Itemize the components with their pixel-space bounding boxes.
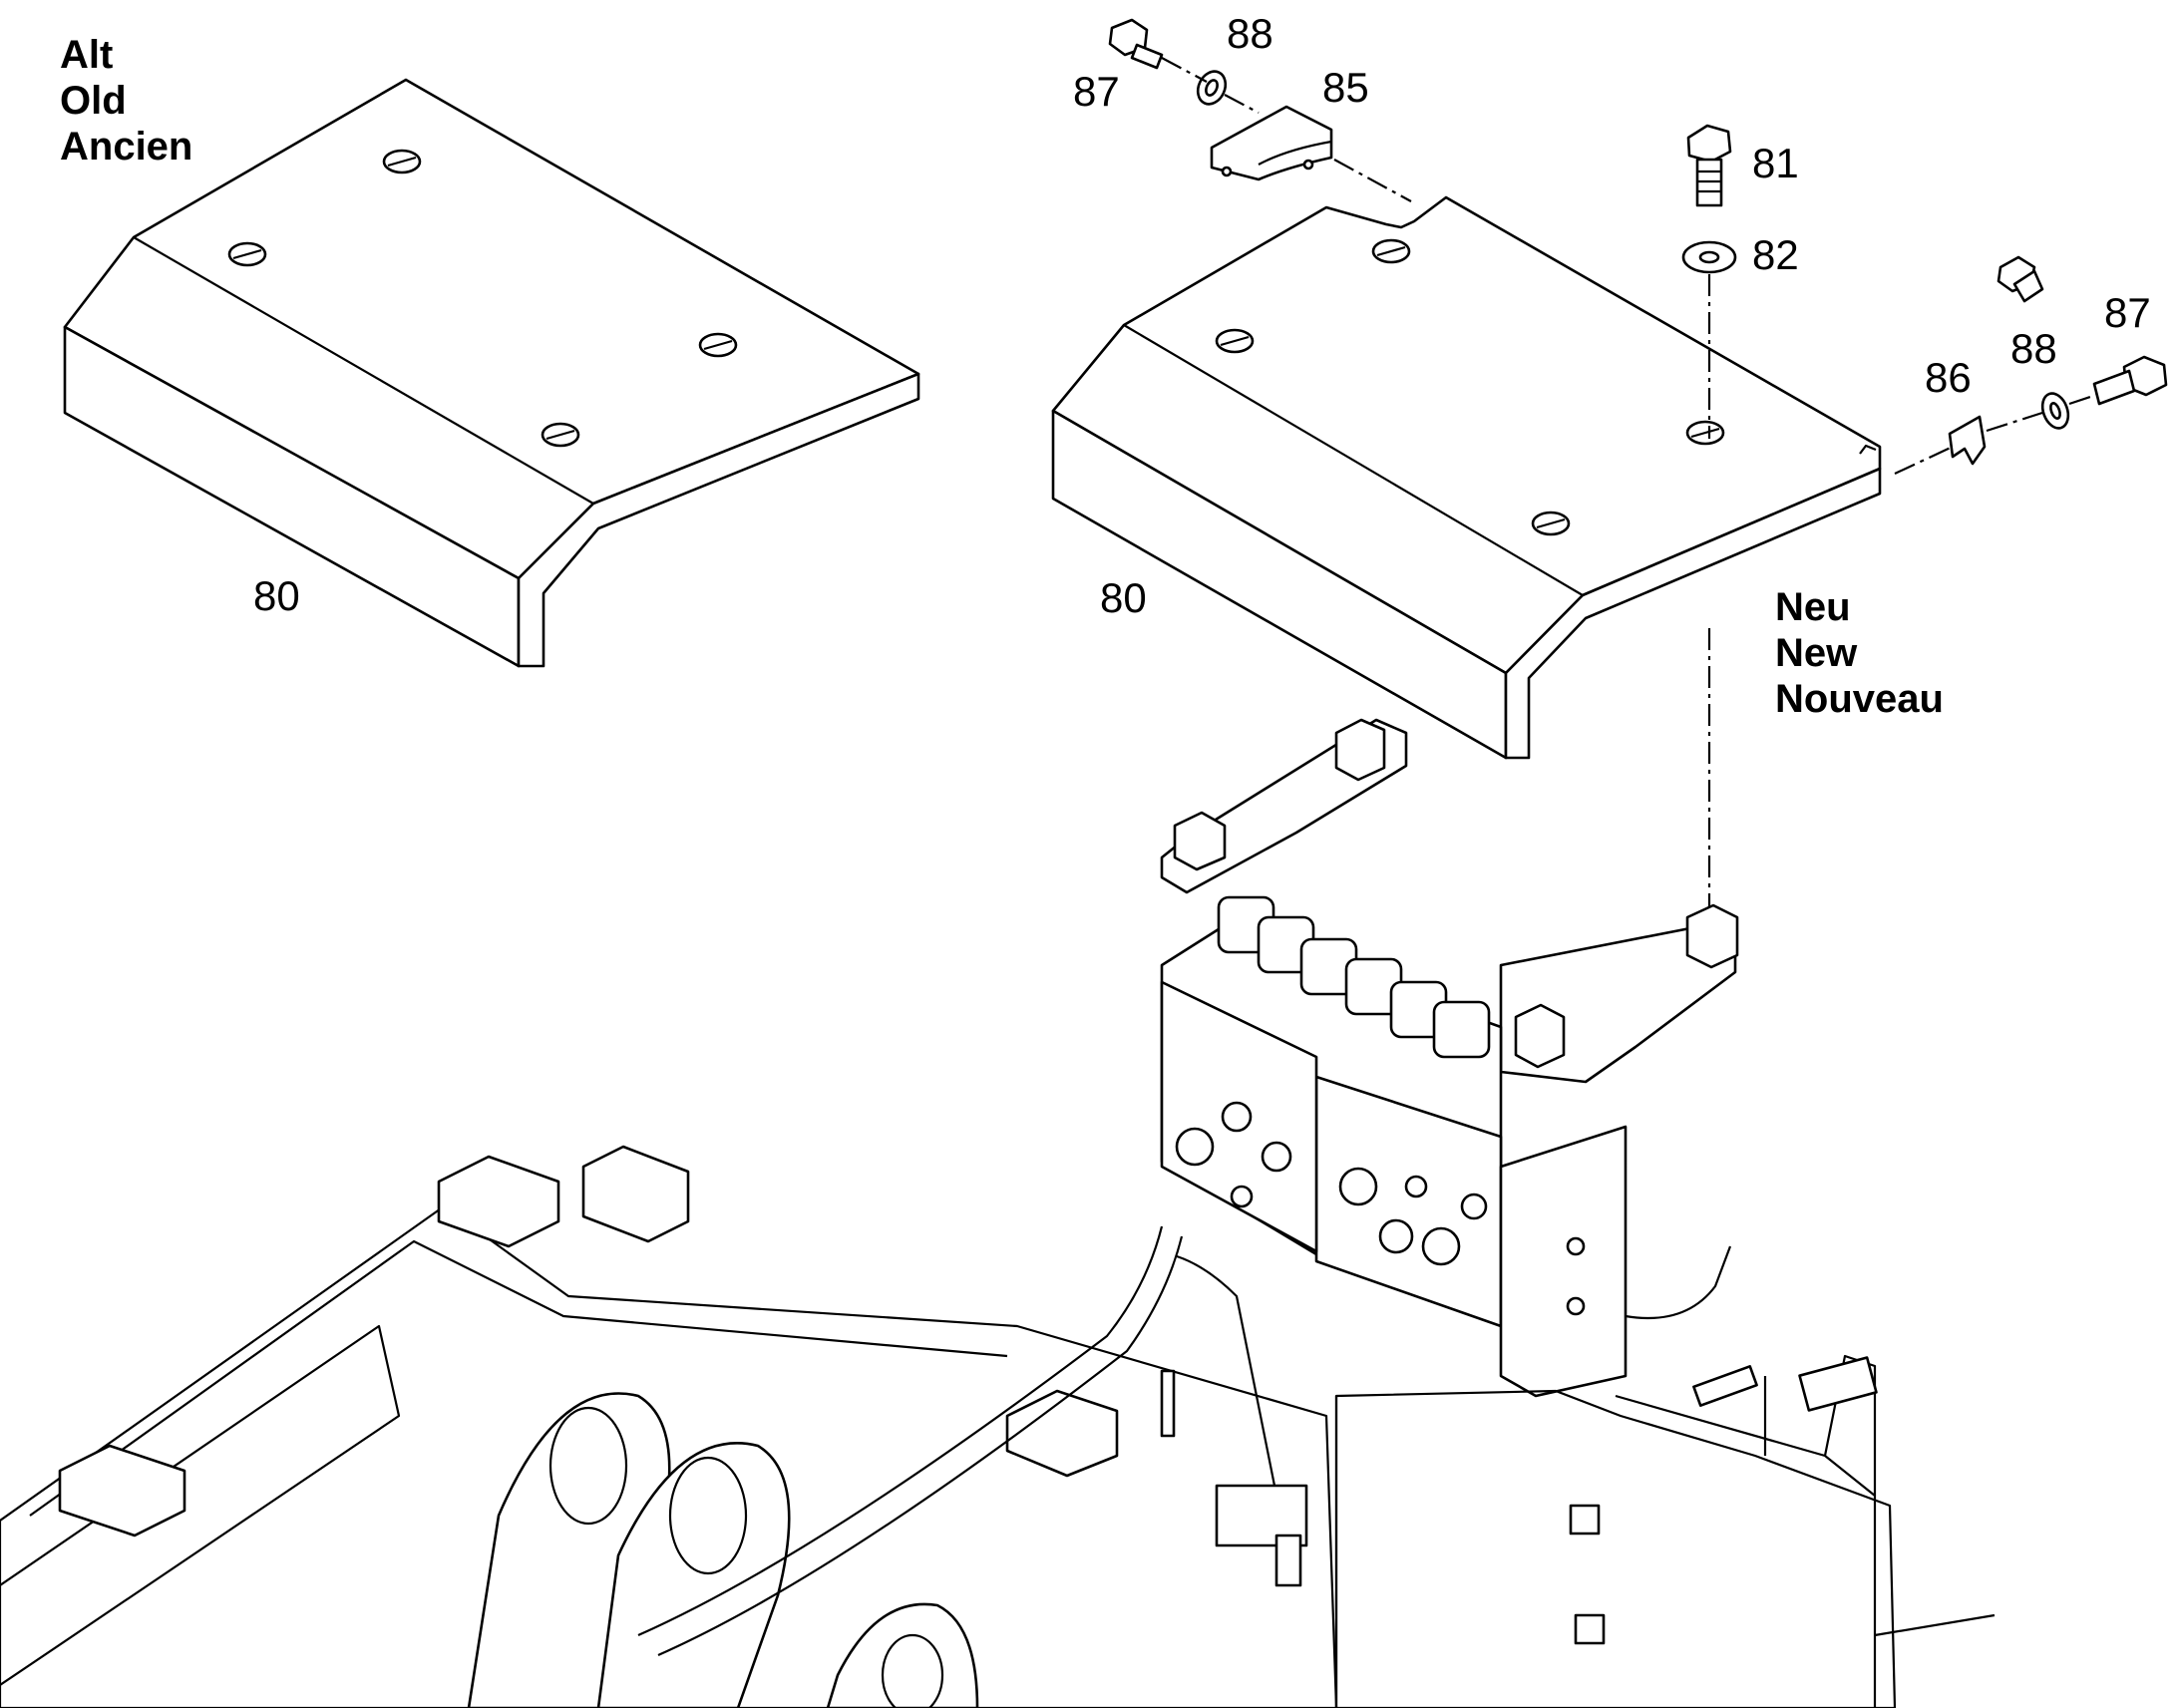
heading-en: New <box>1775 631 1858 675</box>
washer-icon <box>1196 70 1228 106</box>
callout-87-right: 87 <box>2104 289 2151 336</box>
callout-86: 86 <box>1925 354 1972 401</box>
bolt-icon <box>1160 1356 1878 1645</box>
callout-80-old: 80 <box>253 572 300 619</box>
screw-icon <box>1686 124 1732 207</box>
heading-fr: Ancien <box>60 125 192 169</box>
bracket-icon <box>1210 105 1333 181</box>
new-cover-part <box>1051 195 1882 760</box>
mounting-hole-icon <box>1215 238 1725 536</box>
clip-icon <box>1948 415 1987 466</box>
bolt-icon <box>1997 255 2044 303</box>
washer-icon <box>2040 392 2070 430</box>
callout-80-new: 80 <box>1100 574 1147 621</box>
heading-fr: Nouveau <box>1775 677 1944 721</box>
mounting-hole-icon <box>227 149 738 448</box>
bolt-icon <box>2092 355 2168 406</box>
heading-de: Neu <box>1775 585 1851 629</box>
heading-de: Alt <box>60 33 113 77</box>
callout-88-right: 88 <box>2010 325 2057 372</box>
assembly-center-line <box>1161 57 2097 917</box>
old-cover-part <box>63 78 920 668</box>
new-version-heading: Neu New Nouveau <box>1775 585 1944 721</box>
heading-en: Old <box>60 79 127 123</box>
machine-frame <box>0 1145 1996 1708</box>
valve-cap-icon <box>1217 895 1491 1059</box>
callout-85: 85 <box>1322 64 1369 111</box>
callout-88-top: 88 <box>1227 10 1273 57</box>
callout-82: 82 <box>1752 231 1799 278</box>
old-version-heading: Alt Old Ancien <box>60 33 192 169</box>
callout-81: 81 <box>1752 140 1799 186</box>
callout-87-top: 87 <box>1073 68 1120 115</box>
port-icon <box>1175 1101 1586 1316</box>
bolt-icon <box>1108 18 1164 70</box>
valve-block-assembly <box>1160 718 1739 1398</box>
washer-icon <box>1681 240 1737 274</box>
